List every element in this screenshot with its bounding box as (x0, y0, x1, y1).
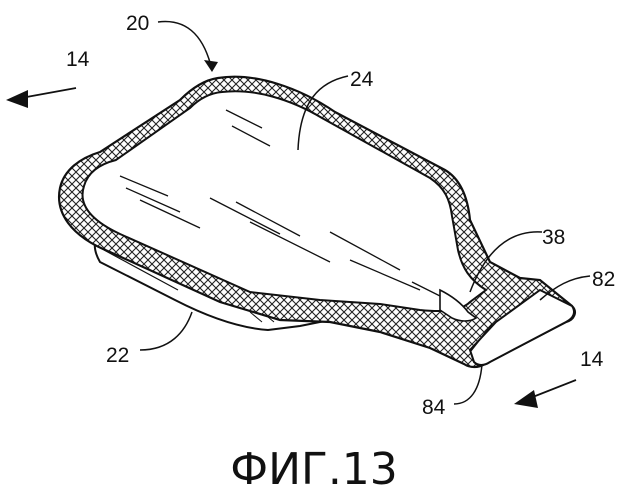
label-14-bottom: 14 (580, 348, 604, 371)
label-84: 84 (422, 396, 446, 419)
label-20: 20 (126, 12, 149, 35)
label-38: 38 (542, 226, 565, 249)
label-14-top: 14 (66, 48, 90, 71)
figure-caption: ФИГ.13 (230, 444, 398, 495)
leader-arrowhead (204, 60, 218, 72)
label-82: 82 (592, 268, 615, 291)
section-arrow-top (6, 88, 76, 108)
label-22: 22 (106, 344, 129, 367)
section-arrow-bottom (514, 380, 576, 408)
label-24: 24 (350, 68, 374, 91)
